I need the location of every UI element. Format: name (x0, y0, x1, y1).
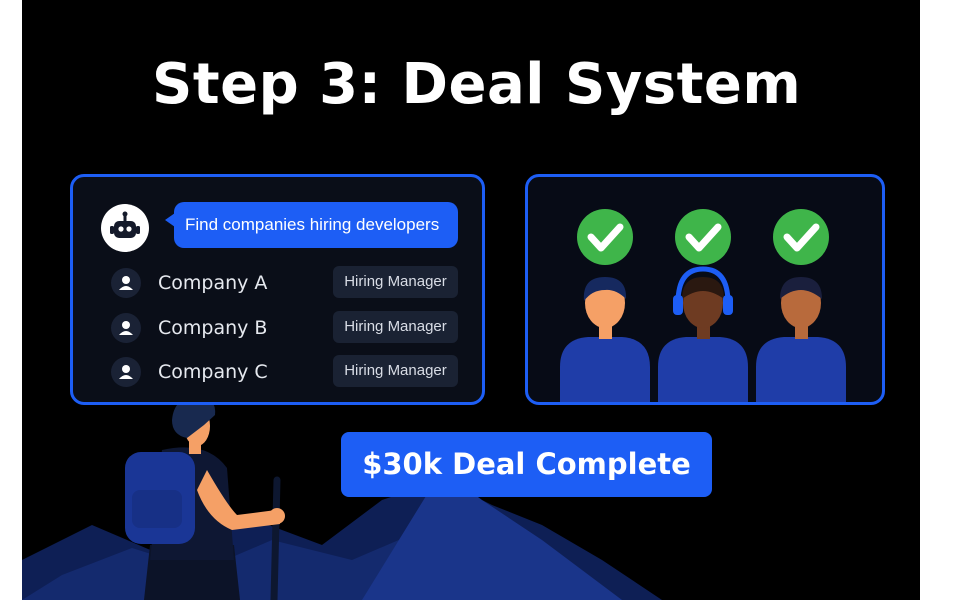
mountain-peak (362, 470, 622, 600)
person-avatar (560, 277, 650, 402)
backpack-pocket (132, 490, 182, 528)
check-circle-icon (675, 209, 731, 265)
hiking-pole (270, 476, 281, 600)
approval-panel (525, 174, 885, 405)
mountain-scene (22, 396, 662, 600)
role-badge: Hiring Manager (333, 355, 458, 387)
page-title: Step 3: Deal System (152, 52, 802, 117)
robot-icon (101, 204, 149, 252)
company-row[interactable]: Company C Hiring Manager (103, 354, 463, 390)
hiker-arm (197, 470, 280, 530)
deal-complete-badge[interactable]: $30k Deal Complete (341, 432, 712, 497)
company-row[interactable]: Company B Hiring Manager (103, 310, 463, 346)
company-name: Company A (158, 272, 268, 294)
company-search-panel: Find companies hiring developers Company… (70, 174, 485, 405)
company-name: Company C (158, 361, 268, 383)
chat-prompt-bubble: Find companies hiring developers (174, 202, 458, 248)
user-icon (111, 357, 141, 387)
person-avatar (756, 277, 846, 402)
role-badge: Hiring Manager (333, 311, 458, 343)
check-circle-icon (577, 209, 633, 265)
approved-people (560, 209, 846, 402)
company-name: Company B (158, 317, 268, 339)
hiker-figure (125, 396, 285, 600)
user-icon (111, 268, 141, 298)
check-circle-icon (773, 209, 829, 265)
hiker-hair (172, 396, 216, 438)
role-badge: Hiring Manager (333, 266, 458, 298)
company-row[interactable]: Company A Hiring Manager (103, 265, 463, 301)
chat-bubble-tail (165, 213, 175, 227)
hiker-hand (269, 508, 285, 524)
user-icon (111, 313, 141, 343)
person-avatar (658, 266, 748, 402)
illustration-canvas: Step 3: Deal System Find companies hirin… (22, 0, 920, 600)
hiker-neck (189, 440, 201, 454)
